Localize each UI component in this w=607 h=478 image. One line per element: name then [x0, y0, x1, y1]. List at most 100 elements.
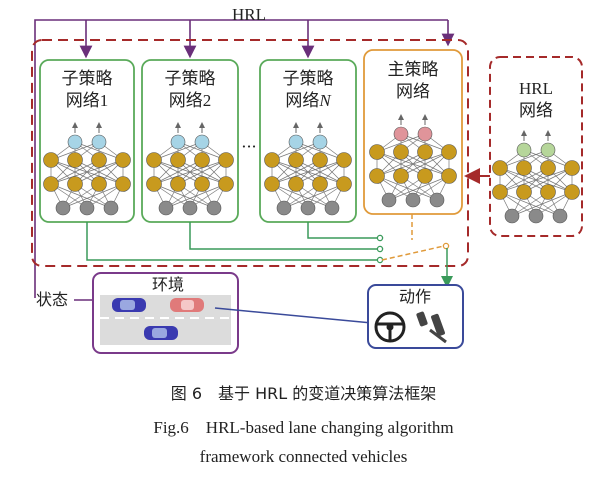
- hrl-network-title: HRL: [519, 79, 553, 98]
- sub-net-1-glyph: [43, 122, 131, 216]
- input-node: [158, 200, 174, 216]
- hidden-node: [264, 152, 280, 168]
- hidden-node: [516, 160, 532, 176]
- sub-net-2-glyph: [146, 122, 234, 216]
- hidden-node: [492, 160, 508, 176]
- sub-net-n-glyph: [264, 122, 352, 216]
- hidden-node: [218, 176, 234, 192]
- hidden-node: [492, 184, 508, 200]
- input-node: [206, 200, 222, 216]
- road-scene: [100, 295, 231, 345]
- main-net-glyph: [369, 114, 457, 208]
- input-node: [324, 200, 340, 216]
- hidden-node: [312, 152, 328, 168]
- hrl-network-subtitle: 网络: [519, 101, 553, 121]
- switch-terminals: [376, 234, 450, 264]
- hidden-node: [417, 144, 433, 160]
- hrl-network-frame: [489, 56, 583, 237]
- hrl-framework-diagram: HRL 子策略 网络1 子策略 网络2 子策略 网络N 主策略 网络 HRL 网…: [31, 5, 583, 354]
- hidden-node: [369, 144, 385, 160]
- sub-network-n-subtitle: 网络N: [285, 91, 332, 111]
- input-node: [552, 208, 568, 224]
- hidden-node: [336, 176, 352, 192]
- hidden-node: [91, 152, 107, 168]
- main-network-title: 主策略: [388, 60, 439, 80]
- environment-action-link: [214, 307, 373, 324]
- input-node: [79, 200, 95, 216]
- hidden-node: [91, 176, 107, 192]
- hidden-node: [115, 152, 131, 168]
- hidden-node: [369, 168, 385, 184]
- neural-network-glyphs: [43, 114, 580, 224]
- output-node: [91, 134, 107, 150]
- output-node: [540, 142, 556, 158]
- hrl-net-glyph: [492, 130, 580, 224]
- hidden-node: [288, 152, 304, 168]
- state-label: 状态: [36, 290, 68, 309]
- hidden-node: [417, 168, 433, 184]
- output-node: [67, 134, 83, 150]
- action-label: 动作: [399, 287, 431, 306]
- input-node: [55, 200, 71, 216]
- hidden-node: [564, 160, 580, 176]
- hidden-node: [218, 152, 234, 168]
- hidden-node: [312, 176, 328, 192]
- hrl-feedback-path: [34, 19, 455, 298]
- figure-caption-zh: 图 6 基于 HRL 的变道决策算法框架: [170, 384, 437, 403]
- hidden-node: [441, 144, 457, 160]
- input-node: [504, 208, 520, 224]
- ellipsis: ···: [241, 137, 256, 156]
- hidden-node: [43, 176, 59, 192]
- hidden-node: [170, 152, 186, 168]
- hidden-node: [540, 184, 556, 200]
- blue-car-icon: [112, 298, 146, 312]
- hidden-node: [441, 168, 457, 184]
- hidden-node: [194, 152, 210, 168]
- sub-network-1-subtitle: 网络1: [66, 91, 109, 111]
- blue-car-2-icon: [144, 326, 178, 340]
- output-node: [288, 134, 304, 150]
- hidden-node: [115, 176, 131, 192]
- input-node: [429, 192, 445, 208]
- input-node: [103, 200, 119, 216]
- figure-caption-en-line2: framework connected vehicles: [199, 447, 408, 466]
- hidden-node: [393, 168, 409, 184]
- sub-network-1-title: 子策略: [62, 69, 113, 89]
- sub-network-2-subtitle: 网络2: [169, 91, 212, 111]
- hidden-node: [540, 160, 556, 176]
- pedals-icon: [416, 311, 447, 344]
- input-node: [182, 200, 198, 216]
- input-node: [381, 192, 397, 208]
- hidden-node: [67, 176, 83, 192]
- hidden-node: [288, 176, 304, 192]
- hidden-node: [170, 176, 186, 192]
- hidden-node: [43, 152, 59, 168]
- outer-dashed-frame: [31, 39, 469, 267]
- output-node: [393, 126, 409, 142]
- output-node: [170, 134, 186, 150]
- steering-wheel-icon: [374, 311, 406, 343]
- hidden-node: [393, 144, 409, 160]
- hidden-node: [516, 184, 532, 200]
- environment-label: 环境: [152, 275, 184, 294]
- hidden-node: [564, 184, 580, 200]
- hidden-node: [336, 152, 352, 168]
- input-node: [276, 200, 292, 216]
- figure-caption-en-line1: Fig.6 HRL-based lane changing algorithm: [153, 418, 454, 437]
- input-node: [300, 200, 316, 216]
- hrl-top-label: HRL: [232, 5, 266, 24]
- input-node: [528, 208, 544, 224]
- input-node: [405, 192, 421, 208]
- hidden-node: [146, 152, 162, 168]
- main-network-subtitle: 网络: [396, 82, 430, 102]
- main-network-switch: [381, 214, 445, 261]
- hidden-node: [146, 176, 162, 192]
- hidden-node: [67, 152, 83, 168]
- sub-network-2-title: 子策略: [165, 69, 216, 89]
- output-node: [312, 134, 328, 150]
- sub-network-output-lines: [86, 222, 378, 261]
- output-node: [417, 126, 433, 142]
- main-network-box: [363, 49, 463, 215]
- sub-network-n-title: 子策略: [283, 69, 334, 89]
- pink-car-icon: [170, 298, 204, 312]
